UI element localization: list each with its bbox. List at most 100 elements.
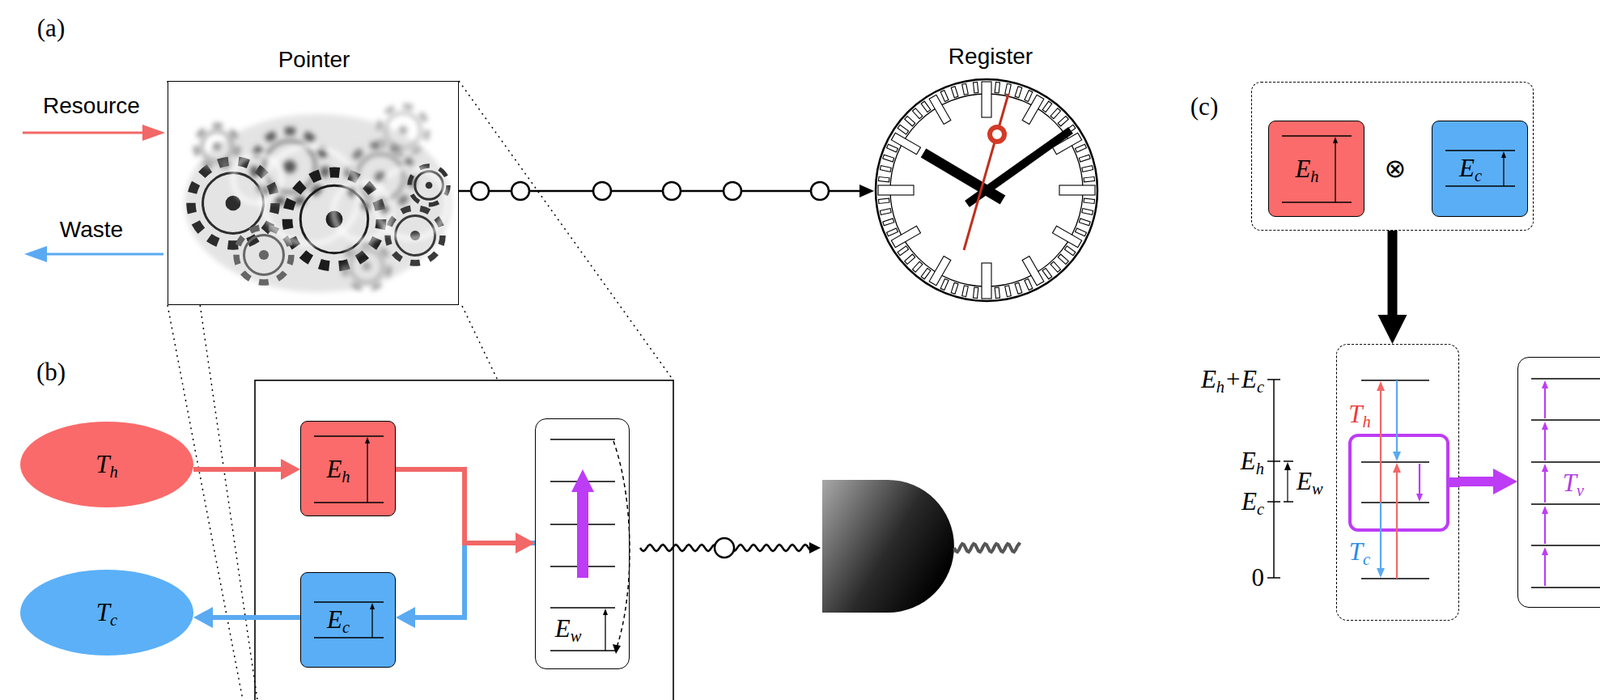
output-wave (954, 543, 1021, 552)
arrow-head (1541, 505, 1549, 514)
clock-tick (904, 115, 916, 126)
connector-path (1387, 230, 1398, 321)
clock-tick (940, 279, 949, 291)
node-text: Th (95, 450, 118, 479)
energy-level (1281, 201, 1352, 204)
energy-level (1531, 586, 1600, 589)
node-text: ⊗ (1384, 154, 1407, 183)
subscript: c (1474, 166, 1482, 185)
gear-rim (356, 153, 404, 201)
arrow-head (1392, 462, 1401, 473)
subscript: h (1256, 459, 1265, 478)
axis-label: Eh+Ec (1201, 365, 1265, 394)
gear-teeth (343, 243, 390, 289)
node-text: Ec (326, 606, 350, 634)
clock-tick (973, 287, 979, 298)
arrow-head (1332, 136, 1338, 144)
tick-dot (511, 182, 530, 200)
axis-label: Ew (1296, 467, 1324, 496)
symbol: E (1296, 466, 1312, 496)
energy-level (1531, 419, 1600, 421)
node-text: Th (1348, 400, 1371, 429)
symbol: T (1348, 399, 1363, 429)
energy-level (1361, 501, 1430, 504)
clock-tick (1042, 267, 1053, 279)
energy-level (314, 501, 384, 504)
bath-ellipse (20, 421, 194, 508)
haze (184, 114, 452, 293)
clock-tick (1052, 225, 1083, 248)
arrow-head (602, 608, 608, 616)
symbol: E (1241, 487, 1257, 516)
symbol: E (326, 605, 343, 634)
clock-tick (879, 165, 892, 173)
clock-face (875, 79, 1098, 302)
gear-hub (258, 250, 269, 260)
clock-tick (950, 86, 959, 98)
clock-tick (1005, 285, 1012, 298)
clock-tick (1024, 90, 1033, 102)
clock-tick (1075, 144, 1087, 153)
energy-level (314, 601, 384, 603)
clock-tick (1050, 108, 1061, 119)
subscript: w (570, 627, 582, 646)
clock-tick (1059, 185, 1095, 196)
gear-hub (425, 182, 433, 190)
arrow-head (364, 437, 370, 444)
panel-label: (a) (37, 14, 65, 43)
axis-tick (1267, 460, 1281, 463)
clock-tick (1078, 154, 1091, 162)
joint-levels-box: ThTc (1336, 343, 1460, 621)
flow-connector (193, 606, 301, 629)
energy-level (550, 438, 616, 441)
clock-tick (929, 256, 951, 286)
tick-dot (662, 182, 681, 200)
energy-level (1445, 149, 1516, 152)
energy-level (550, 606, 616, 609)
arrow-head (809, 542, 821, 554)
energy-level (1531, 544, 1600, 547)
flow-connector (395, 543, 535, 629)
arrow-head (1416, 493, 1423, 502)
arrow-stub (1447, 477, 1460, 488)
arrow-head (1541, 421, 1549, 430)
clock-tick (973, 81, 979, 93)
clock-tick (1042, 101, 1053, 112)
energy-axis (1267, 379, 1294, 578)
glow-ring (233, 154, 282, 204)
energy-level (1361, 461, 1430, 463)
node-text: Tv (1562, 469, 1584, 497)
arrow-head (1493, 468, 1518, 495)
axis-label: Ec (1241, 488, 1265, 516)
clock-tick (1082, 165, 1094, 173)
cold-bath: Tc (20, 569, 194, 656)
clock-tick (887, 144, 899, 153)
hot-bath: Th (20, 421, 194, 508)
product-box: ⊗EhEc (1251, 81, 1534, 231)
clock-tick (920, 101, 931, 112)
gear-hub (362, 262, 371, 271)
clock-tick (940, 90, 949, 102)
gear-rim (385, 112, 421, 148)
arrow-head (395, 606, 416, 629)
subscript: h (1310, 167, 1319, 186)
clock-tick (994, 81, 1000, 93)
virtual-qubit-box (1349, 435, 1448, 531)
arrow-head (515, 532, 535, 554)
connector-path (395, 469, 520, 544)
gear-teeth (195, 125, 238, 168)
gear-hub (398, 126, 408, 136)
flow-connector (193, 458, 301, 480)
register-clock: Register (874, 77, 1100, 303)
subscript: v (1576, 481, 1584, 500)
energy-level (1445, 185, 1516, 187)
resource-arrow (22, 131, 146, 135)
clock-tick (920, 267, 931, 279)
node-text: Ew (555, 615, 582, 643)
clock-tick (878, 198, 889, 204)
flow-label: Resource (42, 93, 141, 119)
arrow-head (571, 469, 595, 493)
gear (195, 125, 238, 168)
node-text: Pointer (278, 47, 351, 73)
axis-line (1273, 379, 1275, 578)
